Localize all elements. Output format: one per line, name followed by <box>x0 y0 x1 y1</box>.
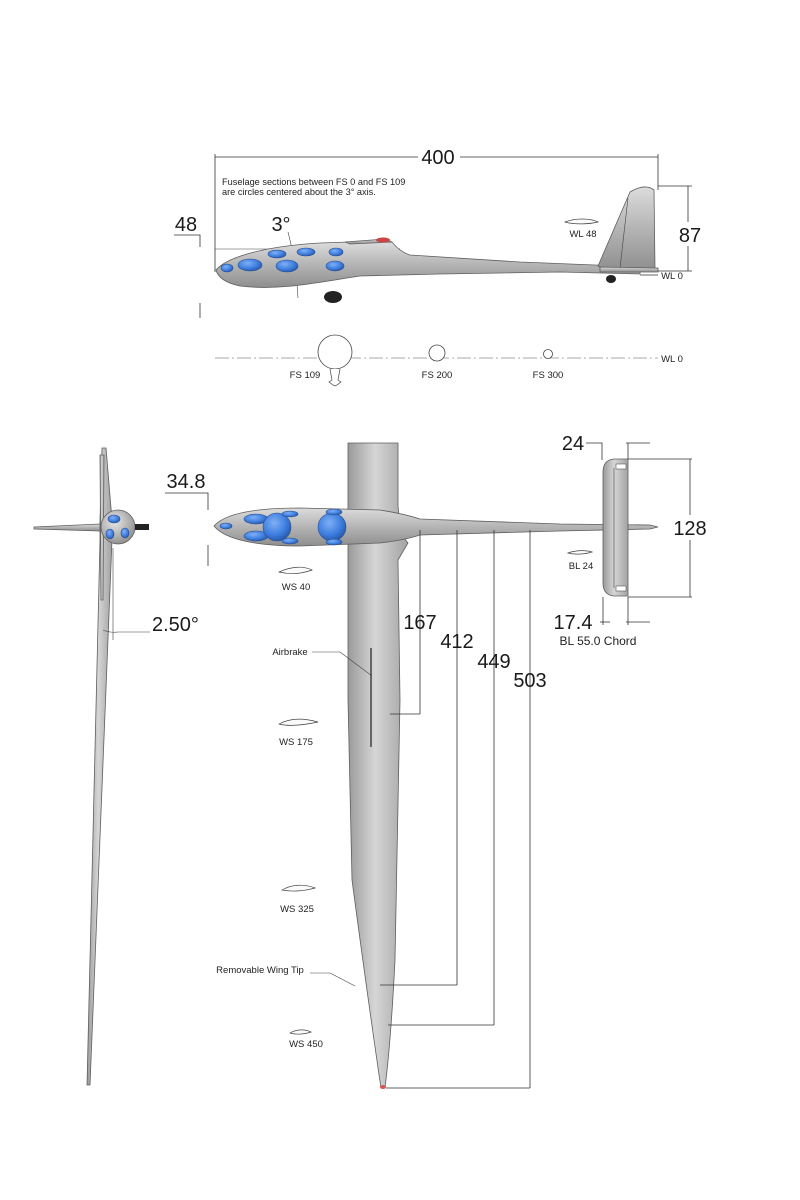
fuselage-width-dim: 34.8 <box>167 471 206 493</box>
fs200-label: FS 200 <box>422 370 453 381</box>
wingtip-label: Removable Wing Tip <box>216 965 304 976</box>
fs200-section <box>428 344 446 362</box>
tail-tip-cap <box>615 585 627 592</box>
window <box>281 510 299 518</box>
front-horizontal-tail <box>33 523 101 532</box>
fs109-section <box>317 334 353 370</box>
dim-167: 167 <box>403 612 436 634</box>
bl24-label: BL 24 <box>569 561 593 572</box>
window <box>107 514 121 524</box>
ws325-label: WS 325 <box>280 904 314 915</box>
top-view: Airbrake WS 40 WS 175 WS 325 WS 450 Remo… <box>165 433 707 1089</box>
dim-leader <box>165 492 209 510</box>
main-wheel <box>324 291 342 303</box>
tail-tip-cap <box>615 463 627 470</box>
fuselage-note-line2: are circles centered about the 3° axis. <box>222 187 376 197</box>
window <box>220 263 234 273</box>
ws450-airfoil <box>289 1029 312 1035</box>
ws325-airfoil <box>281 884 317 892</box>
axis-angle-dim: 3° <box>271 214 290 236</box>
window <box>262 512 292 542</box>
window <box>120 527 130 539</box>
tail-tip-chord-dim: 17.4 <box>554 612 593 634</box>
overall-length-dim: 400 <box>421 147 454 169</box>
fs109-keel <box>328 368 342 387</box>
dim-leader <box>586 442 603 460</box>
tail-chord-label: BL 55.0 Chord <box>560 634 637 648</box>
tow-hook-marker <box>376 237 390 243</box>
rudder-hinge <box>619 197 629 269</box>
wl48-airfoil <box>563 218 600 225</box>
leader <box>339 651 373 677</box>
horizontal-tail-side <box>599 266 659 273</box>
dihedral-arc <box>102 629 119 633</box>
top-horizontal-tail <box>602 458 629 597</box>
front-view: 2.50° <box>33 447 199 1086</box>
tail-offset-dim: 24 <box>562 433 584 455</box>
dihedral-dim: 2.50° <box>152 614 199 636</box>
window <box>267 249 287 259</box>
ws40-airfoil <box>277 566 313 574</box>
ws175-airfoil <box>278 718 319 726</box>
wl48-label: WL 48 <box>569 229 596 240</box>
window <box>296 247 316 257</box>
fs109-label: FS 109 <box>290 370 321 381</box>
fs300-label: FS 300 <box>533 370 564 381</box>
window <box>325 508 343 516</box>
side-view: 400 Fuselage sections between FS 0 and F… <box>174 147 701 318</box>
window <box>317 512 347 542</box>
window <box>281 537 299 545</box>
airbrake-label: Airbrake <box>272 647 307 658</box>
fs300-section <box>543 349 553 359</box>
window <box>237 258 263 272</box>
section-wl0-label: WL 0 <box>661 354 683 365</box>
ws40-label: WS 40 <box>282 582 311 593</box>
fuselage-sections: FS 109 FS 200 FS 300 WL 0 <box>215 334 683 387</box>
front-fuselage <box>100 509 136 545</box>
leader <box>329 972 356 987</box>
front-nose-hook <box>135 524 149 530</box>
dim-449: 449 <box>477 651 510 673</box>
window <box>275 259 299 273</box>
bl24-airfoil <box>566 550 594 555</box>
wingtip-marker <box>380 1085 386 1089</box>
fuselage-note-line1: Fuselage sections between FS 0 and FS 10… <box>222 177 405 187</box>
tail-height-dim: 87 <box>679 225 701 247</box>
window <box>219 522 233 530</box>
dim-leader <box>174 234 201 247</box>
window <box>105 528 115 540</box>
wl0-label: WL 0 <box>661 271 683 282</box>
vertical-tail <box>597 186 656 272</box>
ws175-label: WS 175 <box>279 737 313 748</box>
front-wing-lower <box>86 447 113 1086</box>
window <box>328 247 344 257</box>
ws450-label: WS 450 <box>289 1039 323 1050</box>
dim-503: 503 <box>513 670 546 692</box>
dim-412: 412 <box>440 631 473 653</box>
window <box>325 260 345 272</box>
nose-height-dim: 48 <box>175 214 197 236</box>
tail-wheel <box>606 275 616 283</box>
window <box>325 538 343 546</box>
tail-span-dim: 128 <box>673 518 706 540</box>
